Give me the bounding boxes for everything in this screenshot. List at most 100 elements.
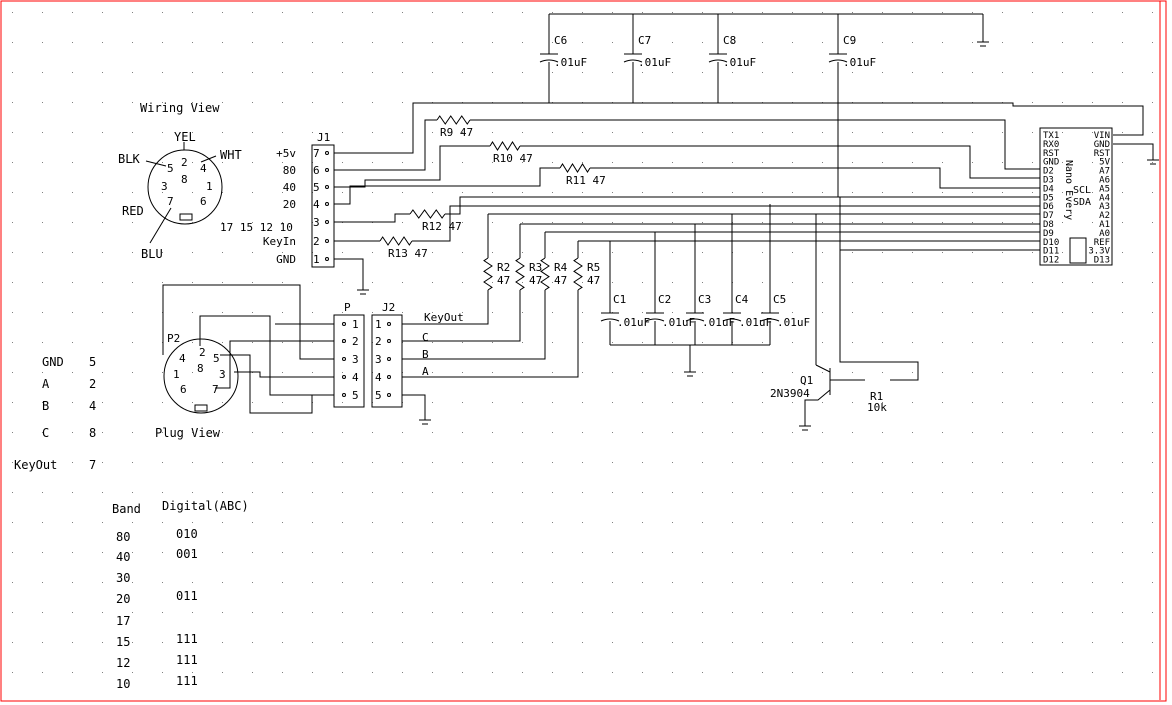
- arduino-right-pin: A0: [1099, 229, 1110, 239]
- pv-pin: 2: [199, 346, 206, 359]
- j2-pin-dot: [387, 375, 391, 379]
- p-pin-dot: [342, 393, 346, 397]
- r1-value: 10k: [867, 401, 887, 414]
- arduino-right-pin: D13: [1094, 256, 1110, 266]
- pin-map-pin: 5: [89, 355, 96, 369]
- wv-pin: 1: [206, 180, 213, 193]
- c2-plate: [645, 318, 665, 322]
- r12-label: R12 47: [422, 220, 462, 233]
- j1-pin-label: 80: [283, 164, 296, 177]
- j2-pin-number: 4: [375, 371, 382, 384]
- wv-pin: 3: [161, 180, 168, 193]
- pv-pin: 5: [213, 352, 220, 365]
- c8-label: C8: [723, 34, 736, 47]
- wv-pin: 6: [200, 195, 207, 208]
- band-table-code: 111: [176, 632, 198, 646]
- c3-value: .01uF: [702, 316, 735, 329]
- c4-value: .01uF: [739, 316, 772, 329]
- p-connector: [333, 314, 365, 408]
- wiring-main: [334, 102, 1159, 295]
- j1-pin-dot: [325, 168, 329, 172]
- band-table-code: 001: [176, 547, 198, 561]
- plug-view: [162, 284, 334, 414]
- c6-plate: [539, 59, 559, 63]
- r10-resistor: [489, 141, 521, 151]
- arduino-left-pin: RST: [1043, 149, 1060, 159]
- r3-label: R3: [529, 261, 542, 274]
- j1-pin-label: +5v: [276, 147, 296, 160]
- pin-map-signal: A: [42, 377, 50, 391]
- q1-transistor: [799, 214, 919, 431]
- r13-resistor: [379, 236, 413, 246]
- arduino-right-pin: 5V: [1099, 158, 1110, 168]
- arduino-right-pin: A6: [1099, 176, 1110, 186]
- pin-map-signal: KeyOut: [14, 458, 57, 472]
- arduino-left-pin: D2: [1043, 167, 1054, 177]
- arduino-left-pin: D10: [1043, 238, 1059, 248]
- j2-pin-number: 1: [375, 318, 382, 331]
- band-table-band: 40: [116, 550, 130, 564]
- band-table-band: 10: [116, 677, 130, 691]
- pv-pin: 1: [173, 368, 180, 381]
- r5-label: R5: [587, 261, 600, 274]
- band-table-band: 80: [116, 530, 130, 544]
- arduino-right-pin: A7: [1099, 167, 1110, 177]
- band-table-band: 30: [116, 571, 130, 585]
- c7-plate: [623, 59, 643, 63]
- pin-map-pin: 2: [89, 377, 96, 391]
- arduino-name: Nano Every: [1063, 160, 1074, 220]
- r1-ref: R1: [870, 390, 883, 403]
- band-table-code: 010: [176, 527, 198, 541]
- c2-label: C2: [658, 293, 671, 306]
- pin-map-signal: B: [42, 399, 49, 413]
- c7-label: C7: [638, 34, 651, 47]
- j1-pin-dot: [325, 239, 329, 243]
- r9-resistor: [436, 115, 471, 125]
- arduino-right-pin: A1: [1099, 220, 1110, 230]
- j1-pin-dot: [325, 202, 329, 206]
- wiring-view: [145, 142, 223, 244]
- r5-value: 47: [587, 274, 600, 287]
- arduino-right-pin: A3: [1099, 202, 1110, 212]
- bottom-caps-rail: [610, 344, 770, 377]
- r2-resistor: [483, 257, 493, 291]
- wiring-view-title: Wiring View: [140, 101, 220, 115]
- p-ref: P: [344, 301, 351, 314]
- band-table-header-digital: Digital(ABC): [162, 499, 249, 513]
- arduino-sda: SDA: [1073, 197, 1091, 208]
- r4-value: 47: [554, 274, 567, 287]
- pv-pin: 4: [179, 352, 186, 365]
- band-table-band: 20: [116, 592, 130, 606]
- p-pin-number: 3: [352, 353, 359, 366]
- c5-value: .01uF: [777, 316, 810, 329]
- j2-connector: [371, 314, 403, 408]
- r5-resistor: [573, 257, 583, 291]
- j2-wiring: [402, 290, 579, 425]
- p-pin-dot: [342, 357, 346, 361]
- j1-pin-number: 4: [313, 198, 320, 211]
- j1-pin-dot: [325, 257, 329, 261]
- arduino-left-pin: D5: [1043, 193, 1054, 203]
- p-pin-dot: [342, 375, 346, 379]
- c3-label: C3: [698, 293, 711, 306]
- c5-label: C5: [773, 293, 786, 306]
- c1-label: C1: [613, 293, 626, 306]
- pin-map-pin: 8: [89, 426, 96, 440]
- r3-resistor: [515, 257, 525, 291]
- j1-pin-number: 3: [313, 216, 320, 229]
- band-table-band: 12: [116, 656, 130, 670]
- j1-pin-number: 2: [313, 235, 320, 248]
- wv-pin: 8: [181, 173, 188, 186]
- p-pin-number: 5: [352, 389, 359, 402]
- j1-pin-dot: [325, 151, 329, 155]
- pin-map-pin: 7: [89, 458, 96, 472]
- band-table-code: 111: [176, 674, 198, 688]
- c1-value: .01uF: [617, 316, 650, 329]
- arduino-left-pin: D8: [1043, 220, 1054, 230]
- j2-pin-dot: [387, 339, 391, 343]
- plug-view-title: Plug View: [155, 426, 221, 440]
- arduino-left-pin: D3: [1043, 176, 1054, 186]
- wv-pin: 2: [181, 156, 188, 169]
